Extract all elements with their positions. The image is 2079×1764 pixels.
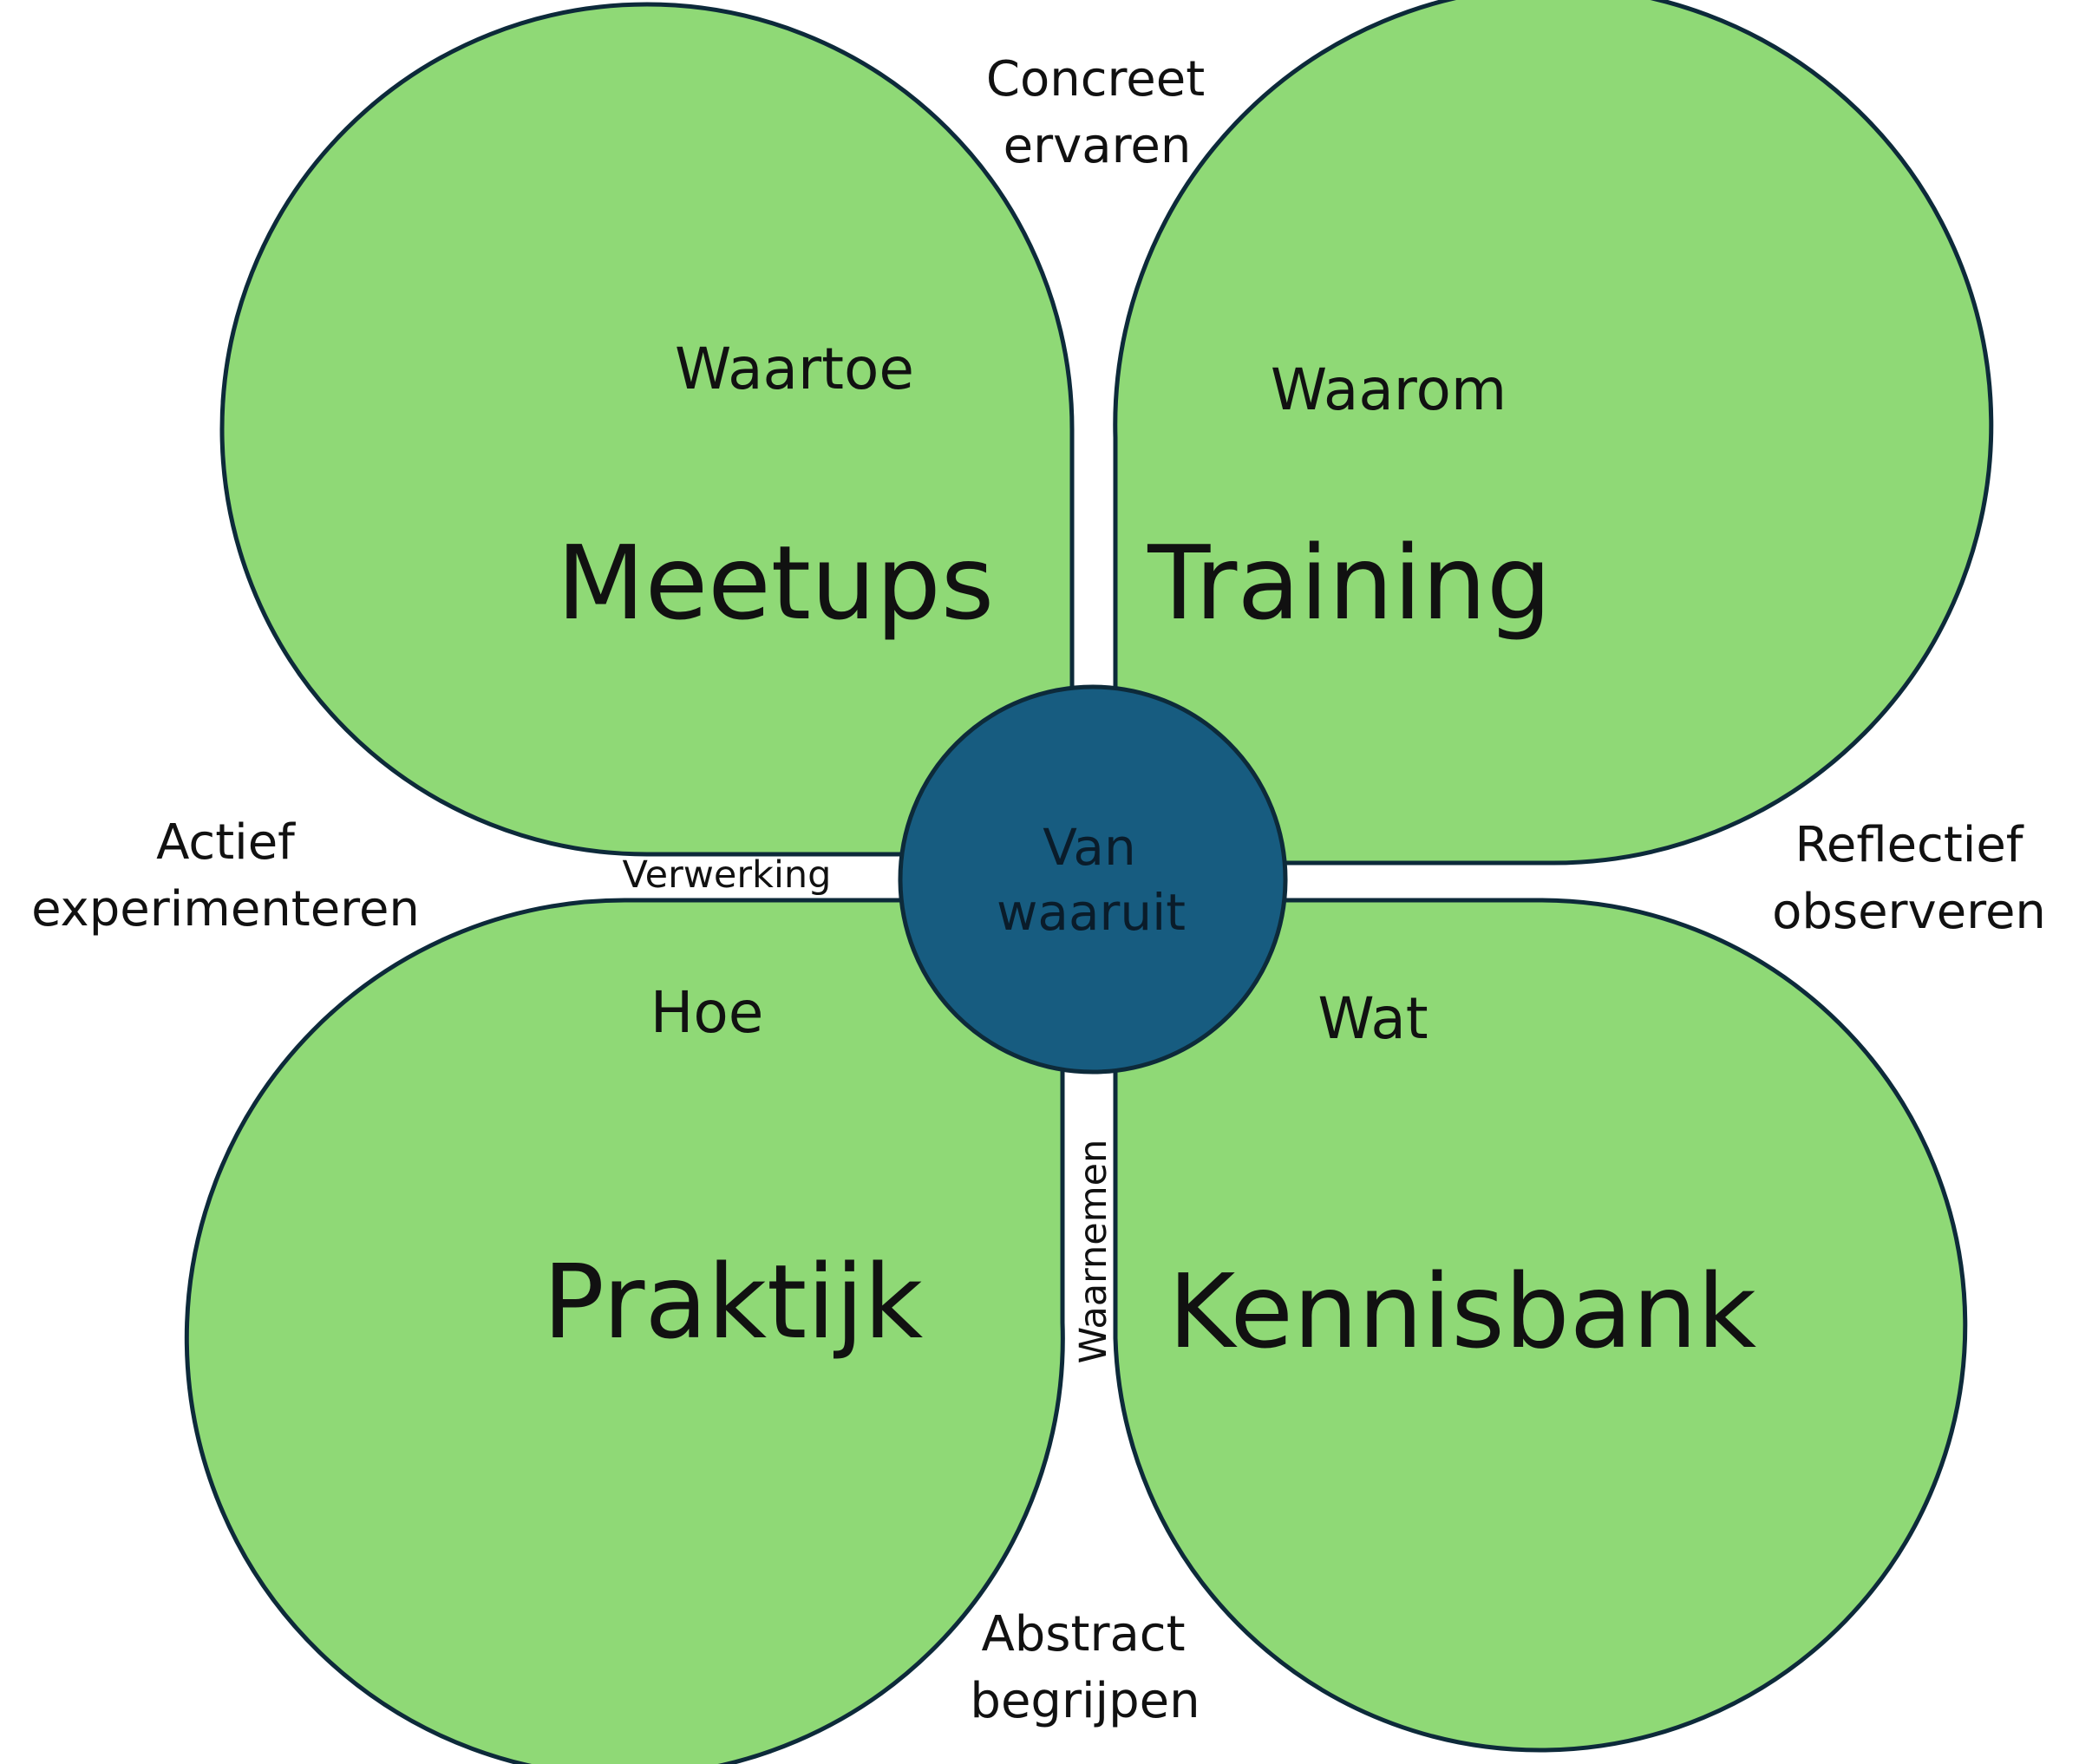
petal-praktijk[interactable]: Hoe Praktijk bbox=[184, 867, 1065, 1764]
petal-training[interactable]: Waarom Training bbox=[1113, 0, 1994, 866]
petal-kennisbank-shape bbox=[1113, 867, 1968, 1753]
petal-kennisbank-title: Kennisbank bbox=[1168, 1251, 1756, 1371]
axis-label-bottom-line2: begrijpen bbox=[970, 1673, 1200, 1729]
axis-label-right-line2: observeren bbox=[1772, 884, 2046, 940]
center-hub-line2: waaruit bbox=[997, 883, 1186, 942]
axis-label-top-line2: ervaren bbox=[1004, 118, 1192, 174]
petal-meetups-title: Meetups bbox=[557, 523, 994, 643]
center-hub-circle bbox=[898, 684, 1288, 1075]
petal-meetups-shape bbox=[219, 2, 1075, 857]
center-hub-line1: Van bbox=[1043, 818, 1135, 877]
axis-label-top-line1: Concreet bbox=[986, 51, 1205, 108]
axis-label-left-line2: experimenteren bbox=[31, 881, 420, 938]
process-label-waarnemen: Waarnemen bbox=[1072, 1140, 1115, 1364]
process-label-verwerking: Verwerking bbox=[623, 853, 832, 897]
petal-meetups-question: Waartoe bbox=[675, 336, 914, 402]
petal-training-question: Waarom bbox=[1271, 356, 1507, 423]
center-hub[interactable]: Van waaruit bbox=[898, 684, 1288, 1075]
petal-praktijk-question: Hoe bbox=[651, 979, 764, 1046]
axis-label-right-line1: Reflectief bbox=[1795, 817, 2023, 873]
petal-meetups[interactable]: Waartoe Meetups bbox=[219, 2, 1075, 857]
axis-label-left-line1: Actief bbox=[156, 814, 296, 871]
petal-training-title: Training bbox=[1147, 523, 1552, 643]
petal-praktijk-title: Praktijk bbox=[543, 1242, 923, 1362]
petal-praktijk-shape bbox=[184, 867, 1065, 1764]
petal-training-shape bbox=[1113, 0, 1994, 866]
petal-kennisbank[interactable]: Wat Kennisbank bbox=[1113, 867, 1968, 1753]
petal-kennisbank-question: Wat bbox=[1317, 985, 1428, 1052]
axis-label-bottom-line1: Abstract bbox=[981, 1606, 1185, 1663]
